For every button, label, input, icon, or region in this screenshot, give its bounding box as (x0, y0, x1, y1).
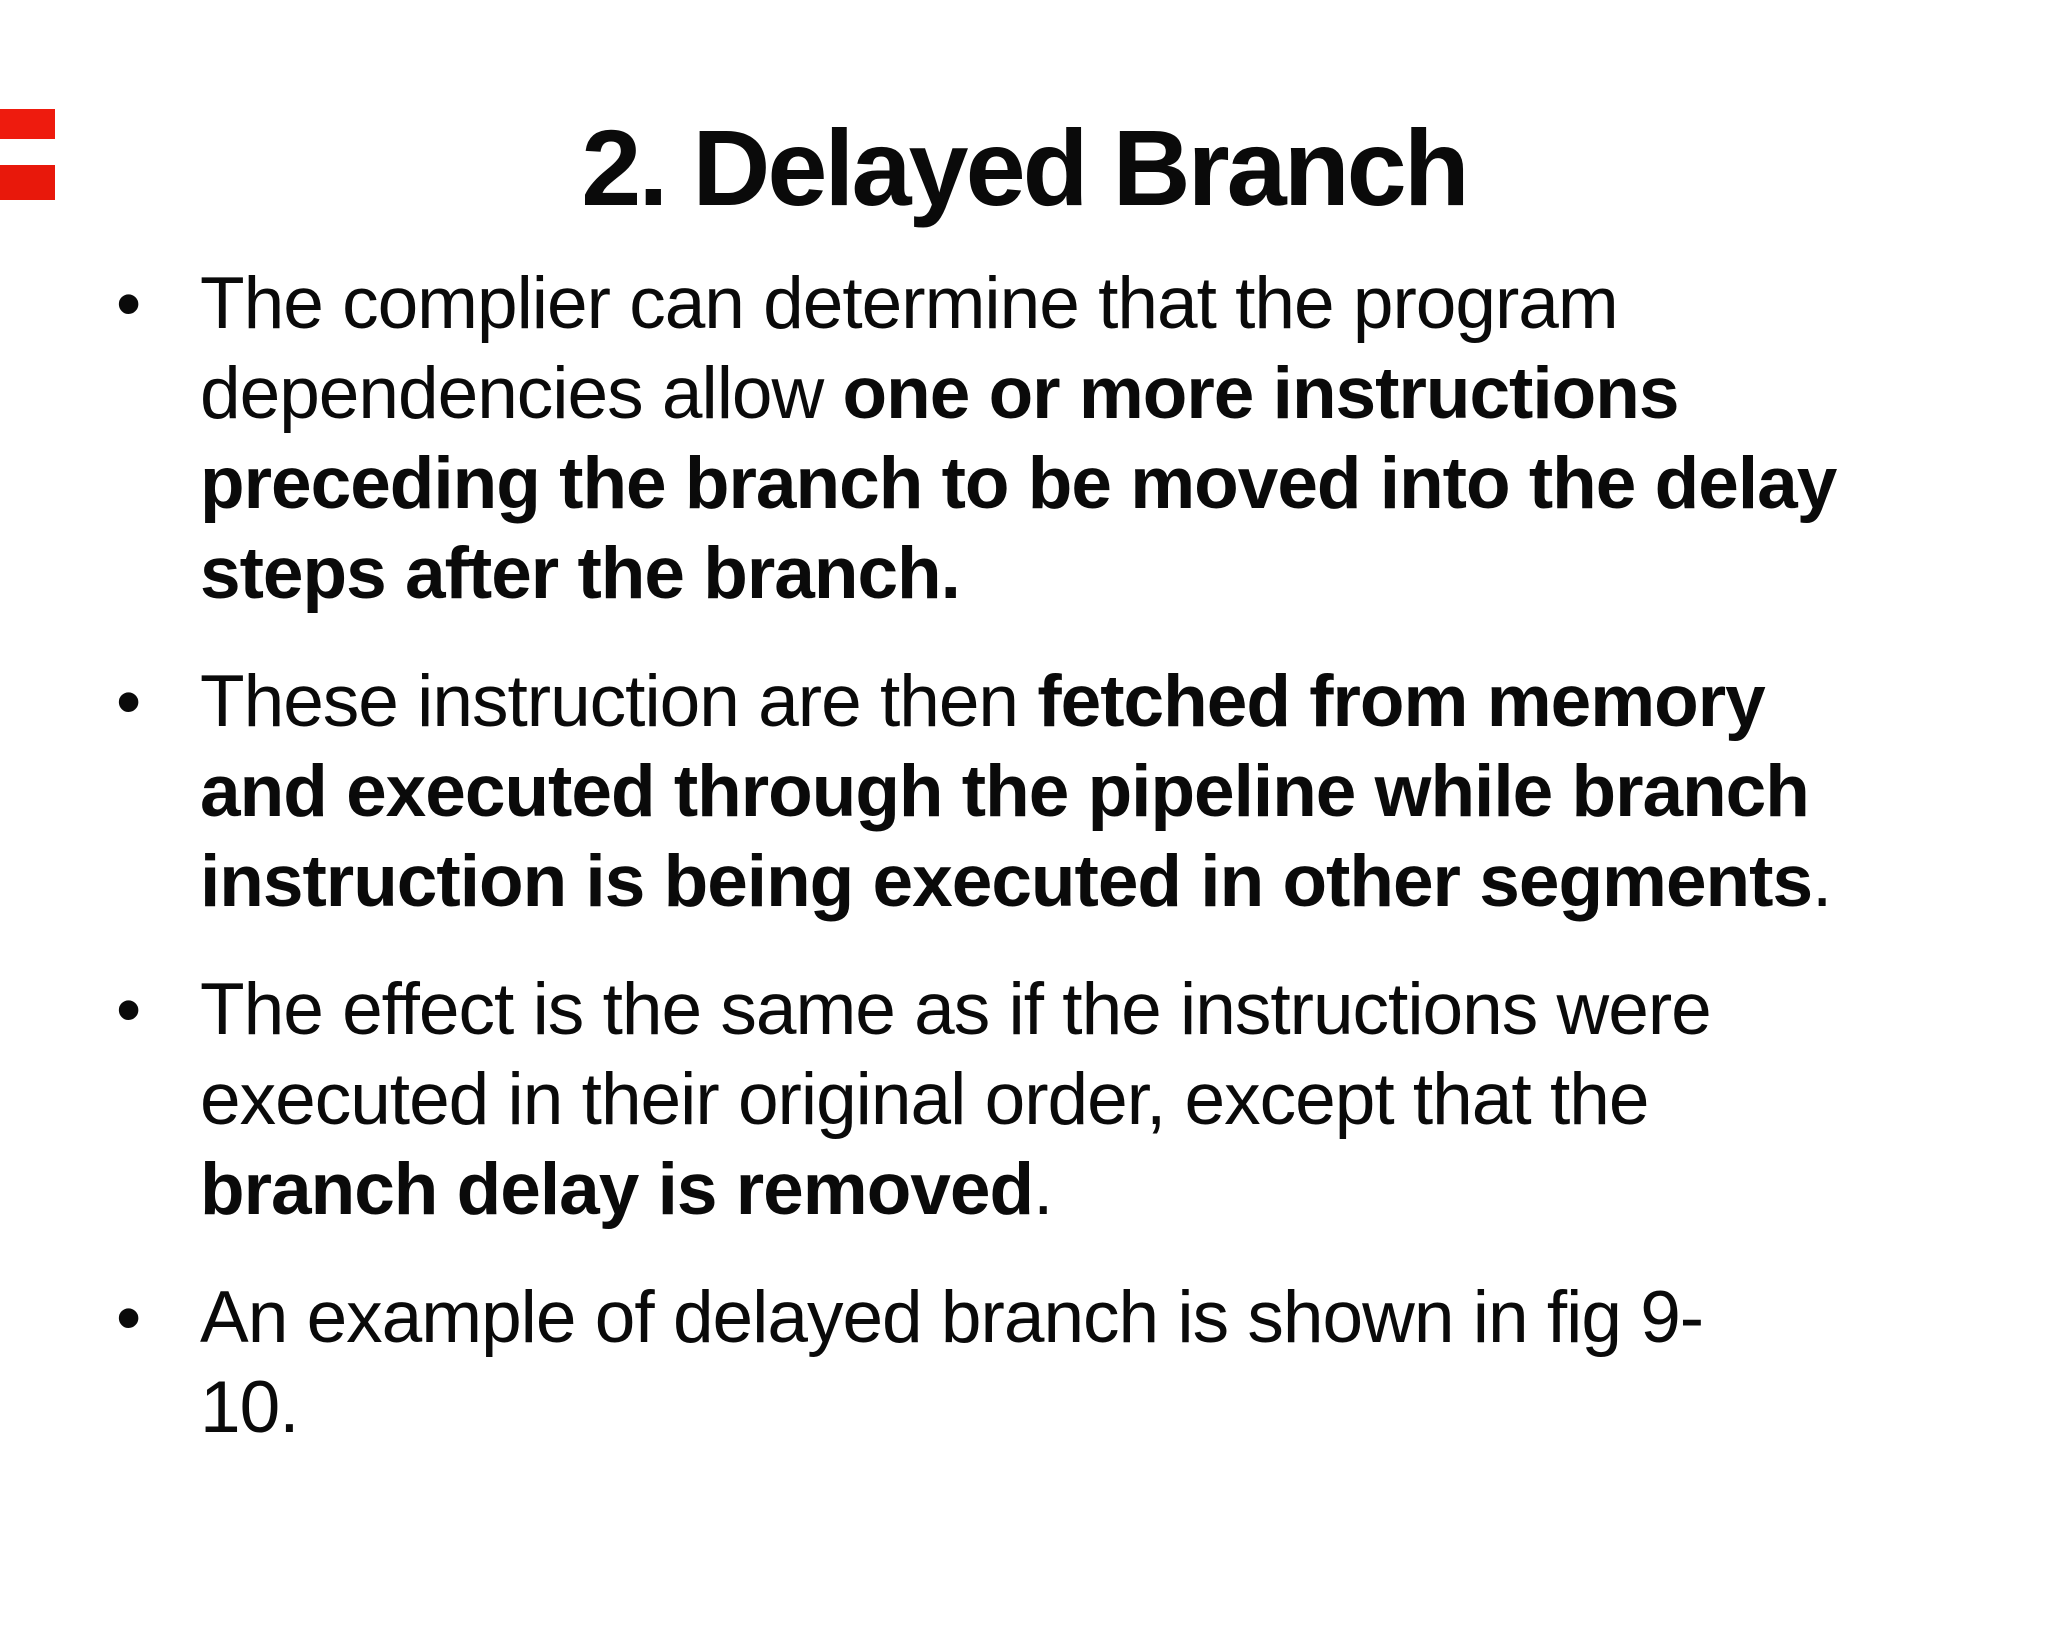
text-run: and executed through the pipeline while … (200, 751, 1810, 833)
bullet-list: • The complier can determine that the pro… (0, 259, 2048, 1453)
corner-mark-bottom (0, 165, 55, 200)
bullet-marker-icon: • (116, 1278, 142, 1359)
bullet-marker-icon: • (116, 970, 142, 1051)
bullet-line: dependencies allow one or more instructi… (200, 349, 2008, 439)
bullet-item: • These instruction are then fetched from… (116, 657, 2008, 927)
bullet-marker-icon: • (116, 662, 142, 743)
bullet-line: preceding the branch to be moved into th… (200, 439, 2008, 529)
text-run: These instruction are then (200, 661, 1038, 743)
corner-mark-top (0, 109, 55, 139)
text-run: An example of delayed branch is shown in… (200, 1277, 1704, 1359)
text-run: . (1033, 1149, 1053, 1231)
text-run: . (1812, 841, 1832, 923)
bullet-line: steps after the branch. (200, 529, 2008, 619)
bullet-text: These instruction are then fetched from … (200, 657, 2008, 927)
bullet-line: 10. (200, 1363, 2008, 1453)
bullet-line: and executed through the pipeline while … (200, 747, 2008, 837)
text-run: instruction is being executed in other s… (200, 841, 1813, 923)
bullet-line: The effect is the same as if the instruc… (200, 965, 2008, 1055)
text-run: The complier can determine that the prog… (200, 263, 1619, 345)
text-run: preceding the branch to be moved into th… (200, 443, 1837, 525)
slide-title: 2. Delayed Branch (581, 107, 1469, 228)
bullet-item: • An example of delayed branch is shown i… (116, 1273, 2008, 1453)
text-run: The effect is the same as if the instruc… (200, 969, 1712, 1051)
text-run: executed in their original order, except… (200, 1059, 1649, 1141)
bullet-line: instruction is being executed in other s… (200, 837, 2008, 927)
text-run: fetched from memory (1037, 661, 1765, 743)
bullet-text: The complier can determine that the prog… (200, 259, 2008, 619)
bullet-line: branch delay is removed. (200, 1145, 2008, 1235)
bullet-text: An example of delayed branch is shown in… (200, 1273, 2008, 1453)
text-run: steps after the branch. (200, 533, 961, 615)
bullet-line: The complier can determine that the prog… (200, 259, 2008, 349)
text-run: branch delay is removed (200, 1149, 1034, 1231)
bullet-line: These instruction are then fetched from … (200, 657, 2008, 747)
bullet-line: executed in their original order, except… (200, 1055, 2008, 1145)
text-run: one or more instructions (842, 353, 1680, 435)
bullet-item: • The complier can determine that the pro… (116, 259, 2008, 619)
bullet-line: An example of delayed branch is shown in… (200, 1273, 2008, 1363)
bullet-text: The effect is the same as if the instruc… (200, 965, 2008, 1235)
bullet-marker-icon: • (116, 264, 142, 345)
text-run: dependencies allow (200, 353, 843, 435)
text-run: 10. (200, 1367, 299, 1449)
bullet-item: • The effect is the same as if the instru… (116, 965, 2008, 1235)
slide: 2. Delayed Branch • The complier can dete… (0, 104, 2048, 1640)
